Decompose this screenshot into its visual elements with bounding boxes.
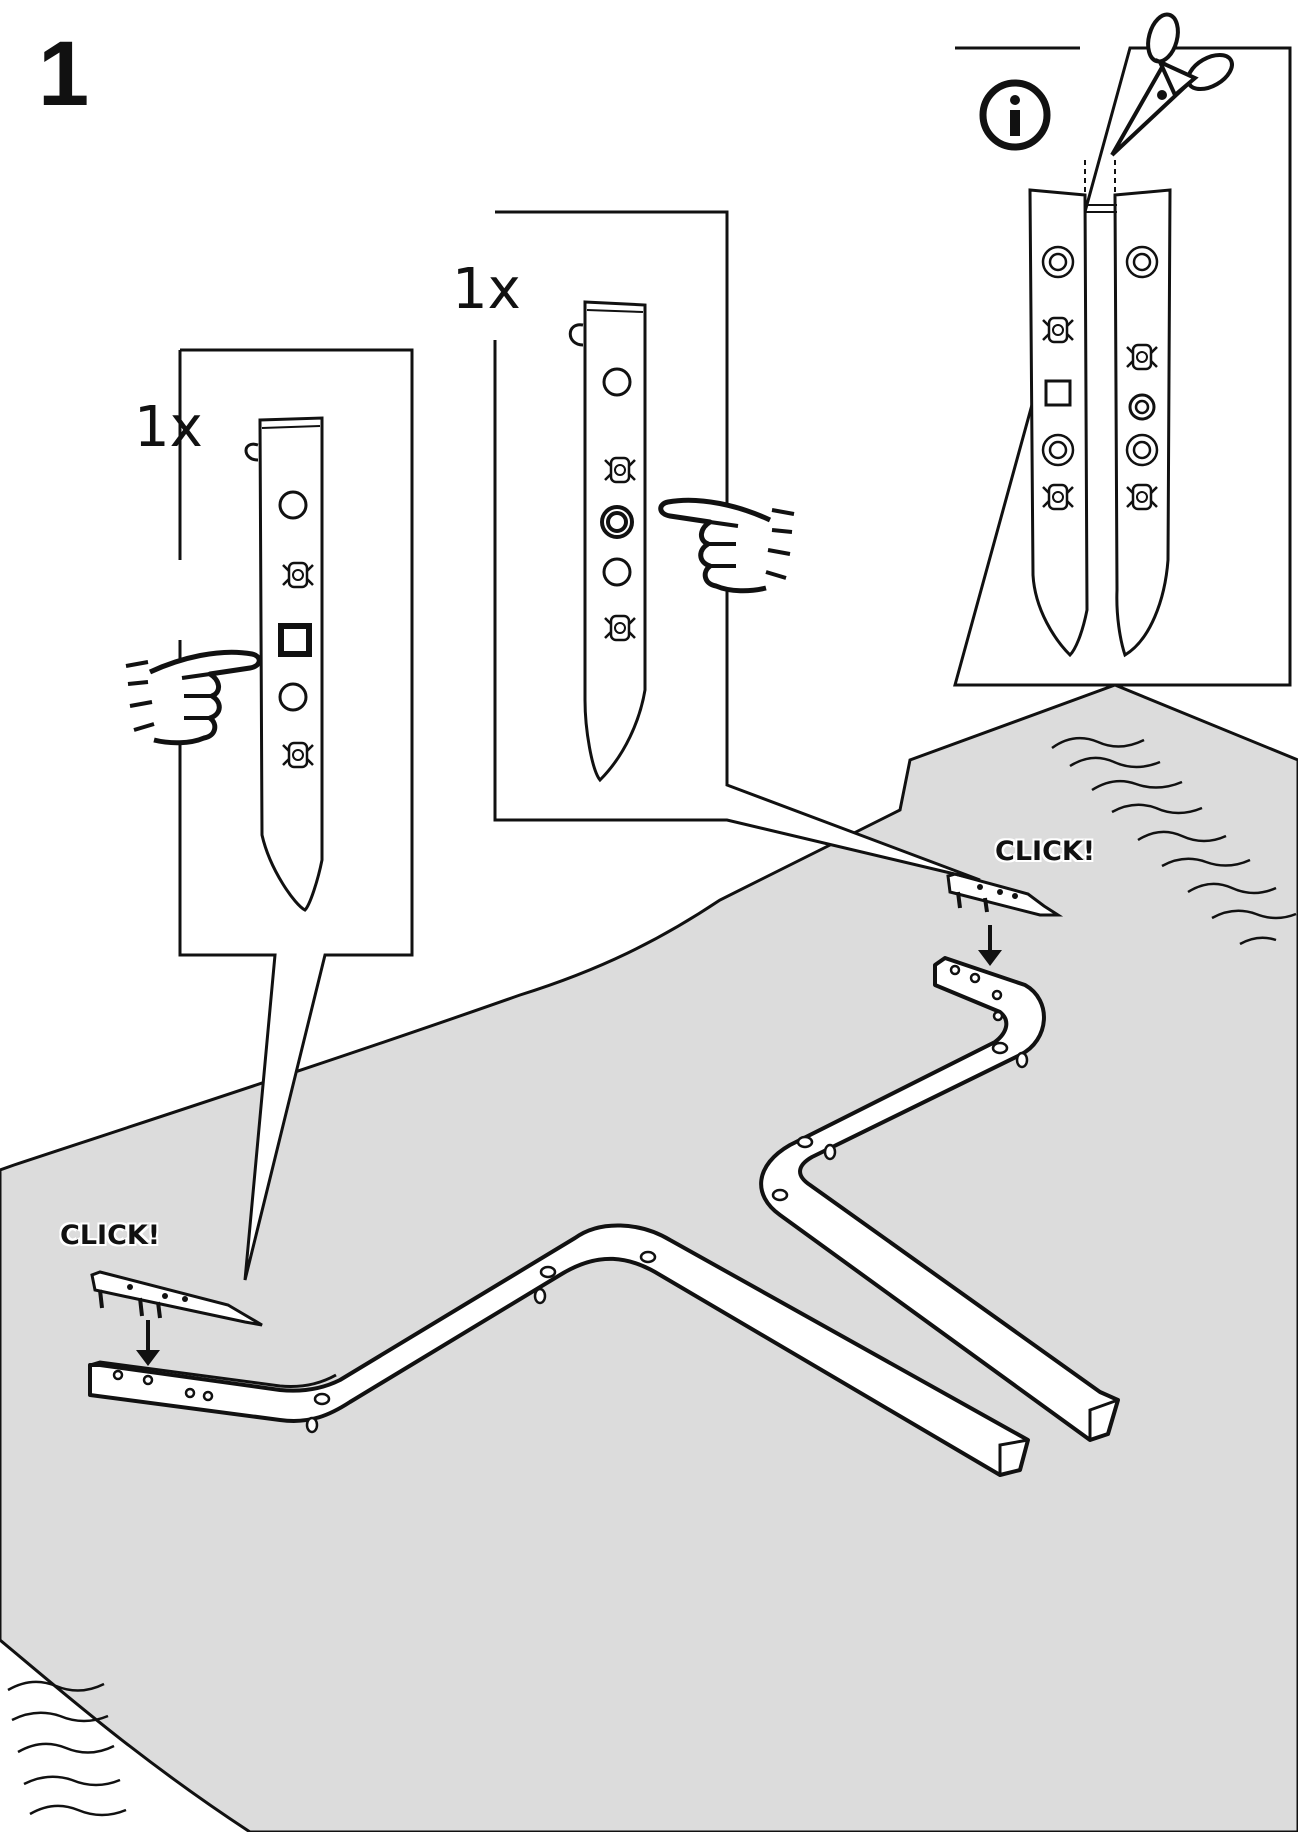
right-frame-tube [759, 956, 1120, 1442]
middle-callout [493, 210, 981, 882]
click-label-right: CLICK! [995, 836, 1096, 867]
arrow-down-icon [978, 925, 1002, 966]
info-icon [979, 79, 1051, 151]
left-insert-part [90, 1270, 263, 1366]
left-callout-quantity: 1x [134, 395, 203, 460]
info-box [953, 12, 1292, 687]
middle-callout-quantity: 1x [452, 257, 521, 322]
click-label-left: CLICK! [60, 1220, 161, 1251]
left-frame-tube [88, 1223, 1030, 1477]
fabric-texture-marks [7, 736, 1297, 1817]
arrow-down-icon [136, 1320, 160, 1366]
step-number: 1 [38, 23, 90, 125]
left-callout [126, 348, 414, 1281]
scissors-icon [1110, 12, 1234, 157]
